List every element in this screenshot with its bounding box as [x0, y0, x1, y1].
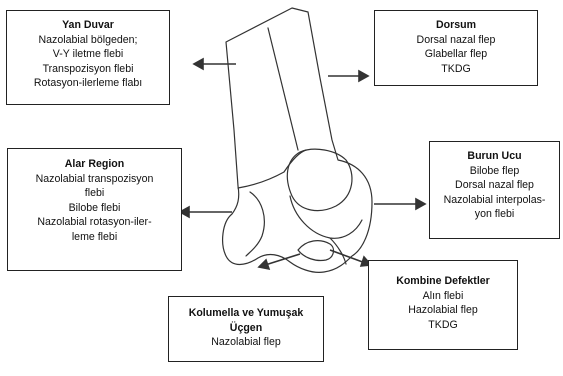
kombine-line-3: TKDG: [373, 318, 513, 333]
kolumella-line-1: Nazolabial flep: [173, 335, 319, 350]
dorsum-title: Dorsum: [379, 18, 533, 33]
burun-ucu-line-1: Bilobe flep: [434, 164, 555, 179]
arrowhead-kolumella: [259, 260, 269, 269]
kolumella-box: Kolumella ve Yumuşak Üçgen Nazolabial fl…: [168, 296, 324, 362]
burun-ucu-line-4: yon flebi: [434, 207, 555, 222]
nose-outline: [223, 8, 372, 272]
alar-region-line-3: Bilobe flebi: [12, 201, 177, 216]
kombine-defektler-box: Kombine Defektler Alın flebi Hazolabial …: [368, 260, 518, 350]
arrowhead-dorsum: [359, 71, 368, 81]
kolumella-title-line-1: Kolumella ve Yumuşak: [173, 306, 319, 321]
kombine-line-2: Hazolabial flep: [373, 303, 513, 318]
yan-duvar-title: Yan Duvar: [11, 18, 165, 33]
yan-duvar-line-2: V-Y iletme flebi: [11, 47, 165, 62]
tip-lobule: [287, 149, 352, 210]
dorsum-line-3: TKDG: [379, 62, 533, 77]
ala-contour: [246, 192, 264, 256]
alar-region-line-1: Nazolabial transpozisyon: [12, 172, 177, 187]
alar-region-line-2: flebi: [12, 186, 177, 201]
burun-ucu-line-2: Dorsal nazal flep: [434, 178, 555, 193]
kombine-line-1: Alın flebi: [373, 289, 513, 304]
yan-duvar-box: Yan Duvar Nazolabial bölgeden; V-Y iletm…: [6, 10, 170, 105]
yan-duvar-line-3: Transpozisyon flebi: [11, 62, 165, 77]
arrowhead-burun-ucu: [416, 199, 425, 209]
kolumella-title-line-2: Üçgen: [173, 321, 319, 336]
dorsum-box: Dorsum Dorsal nazal flep Glabellar flep …: [374, 10, 538, 86]
yan-duvar-line-4: Rotasyon-ilerleme flabı: [11, 76, 165, 91]
alar-region-line-4: Nazolabial rotasyon-iler-: [12, 215, 177, 230]
soft-triangle: [290, 196, 362, 238]
yan-duvar-line-1: Nazolabial bölgeden;: [11, 33, 165, 48]
burun-ucu-line-3: Nazolabial interpolas-: [434, 193, 555, 208]
burun-ucu-box: Burun Ucu Bilobe flep Dorsal nazal flep …: [429, 141, 560, 239]
burun-ucu-title: Burun Ucu: [434, 149, 555, 164]
nostril: [298, 241, 333, 261]
alar-region-title: Alar Region: [12, 157, 177, 172]
dorsum-line: [268, 28, 298, 150]
alar-region-line-5: leme flebi: [12, 230, 177, 245]
alar-region-box: Alar Region Nazolabial transpozisyon fle…: [7, 148, 182, 271]
kombine-title: Kombine Defektler: [373, 274, 513, 289]
arrowhead-yan-duvar: [194, 59, 203, 69]
dorsum-line-1: Dorsal nazal flep: [379, 33, 533, 48]
dorsum-line-2: Glabellar flep: [379, 47, 533, 62]
